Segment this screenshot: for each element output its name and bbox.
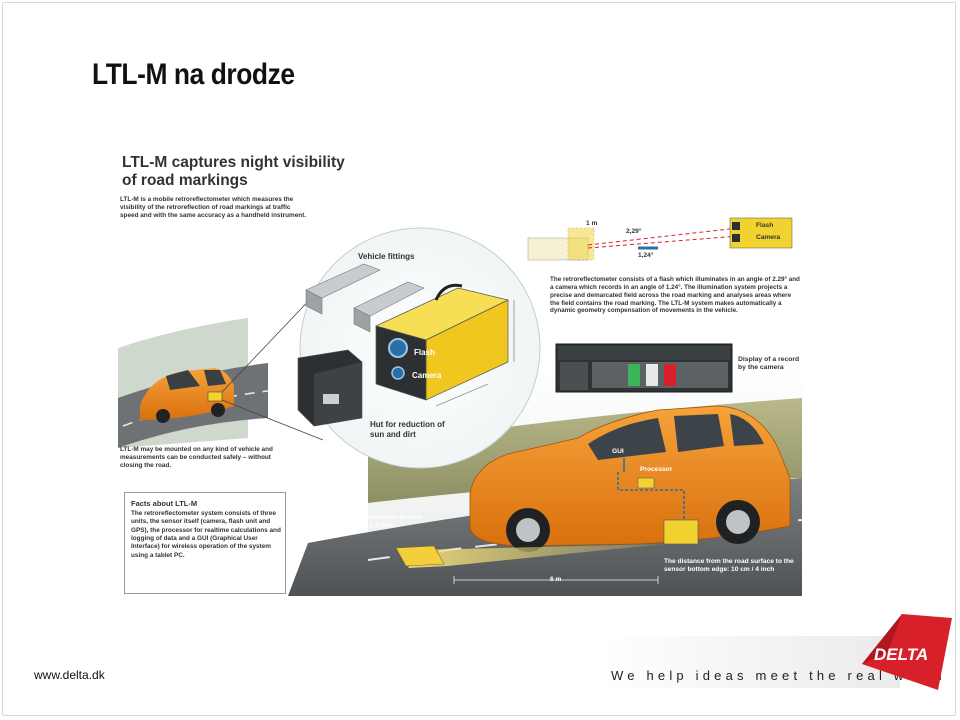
facts-box: Facts about LTL-M The retroreflectometer… [124,492,286,594]
hut-label: Hut for reduction of sun and dirt [370,420,445,439]
geometry-diagram [527,217,793,261]
ltl-m-infographic: LTL-M captures night visibility of road … [118,148,802,596]
geometry-distance-label: 1 m [586,220,598,227]
geometry-angle-camera: 1,24° [638,252,654,259]
vehicle-fittings-label: Vehicle fittings [358,252,415,261]
infographic-heading: LTL-M captures night visibility of road … [122,154,345,189]
sensor-distance-note: The distance from the road surface to th… [664,558,794,574]
illumination-beam [408,544,664,568]
callout-line-upper [221,290,319,393]
camera-label: Camera [412,371,442,380]
delta-logo: DELTA [862,614,952,690]
slide-title: LTL-M na drodze [92,58,295,91]
footer-tagline: We help ideas meet the real world [611,668,946,683]
flash-label: Flash [414,348,435,357]
infographic-intro: LTL-M is a mobile retroreflectometer whi… [120,196,307,219]
facts-title: Facts about LTL-M [131,499,198,508]
vehicle-fittings-illustration [305,263,425,333]
distance-6m-label: 6 m [550,576,562,583]
gui-label: GUI [612,448,624,455]
small-orange-car [140,368,234,423]
footer-url: www.delta.dk [34,668,105,682]
illumination-note: The LTL-M illuminates an area of 1 x 1 m… [328,514,423,530]
retroreflectometer-description: The retroreflectometer consists of a fla… [550,276,800,315]
footer-band [600,636,900,688]
big-orange-car [469,405,791,552]
mount-note: LTL-M may be mounted on any kind of vehi… [120,446,273,469]
geometry-angle-flash: 2,29° [626,228,642,235]
illuminated-area [395,545,445,567]
callout-line-lower [221,399,324,441]
processor-label: Processor [640,466,673,473]
display-label: Display of a record by the camera [738,356,800,372]
infographic-artwork [118,217,802,596]
hut-illustration [297,349,363,427]
sensor-unit-illustration [374,283,515,407]
facts-text: The retroreflectometer system consists o… [131,510,281,559]
geometry-device-flash: Flash [756,222,774,229]
geometry-device-camera: Camera [756,234,781,241]
logo-text: DELTA [874,645,928,664]
camera-display-screenshot [555,343,733,393]
